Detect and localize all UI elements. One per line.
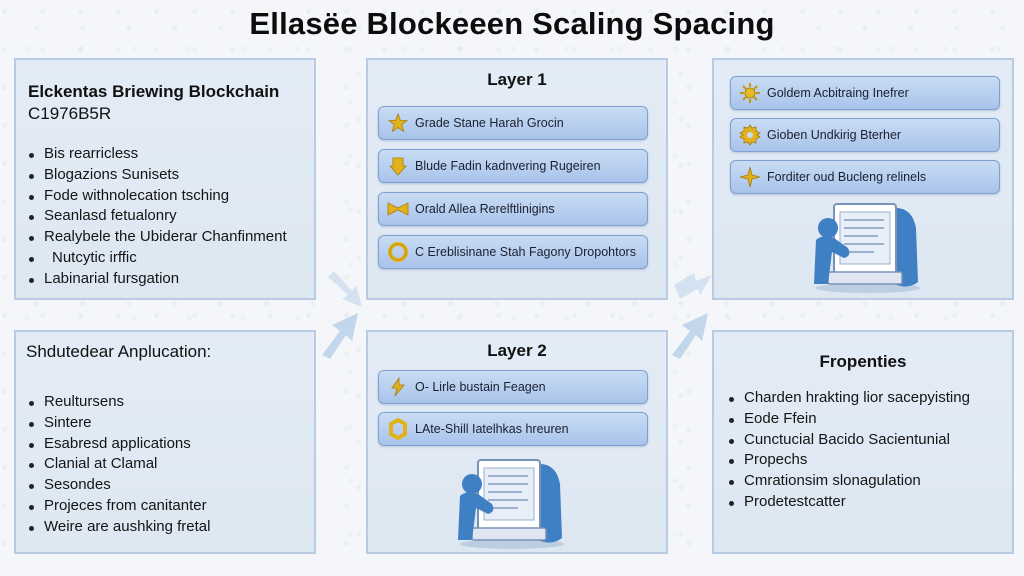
list-item: Labinarial fursgation	[26, 269, 316, 290]
list-item: Sintere	[26, 413, 316, 434]
tool-item-2[interactable]: Gioben Undkirig Bterher	[730, 118, 1000, 152]
layer1-panel: Layer 1 Grade Stane Harah Grocin Blude F…	[366, 58, 668, 300]
pill-label: Forditer oud Bucleng relinels	[767, 170, 927, 184]
star-icon	[387, 112, 409, 134]
pill-label: Orald Allea Rerelftlinigins	[415, 202, 555, 216]
list-item: Nutcytic irffic	[26, 248, 316, 269]
list-item: Blogazions Sunisets	[26, 165, 316, 186]
layer2-item-1[interactable]: O- Lirle bustain Feagen	[378, 370, 648, 404]
panel-heading: Shdutedear Anplucation:	[26, 342, 212, 361]
list-item: Propechs	[726, 450, 1012, 471]
properties-panel: Fropenties Charden hrakting lior sacepyi…	[712, 330, 1014, 554]
list-item: Esabresd applications	[26, 434, 316, 455]
ring-icon	[387, 241, 409, 263]
list-item: Weire are aushking fretal	[26, 517, 316, 538]
tool-item-3[interactable]: Forditer oud Bucleng relinels	[730, 160, 1000, 194]
applications-panel: Shdutedear Anplucation: Reultursens Sint…	[14, 330, 316, 554]
pill-label: O- Lirle bustain Feagen	[415, 380, 546, 394]
list-item: Reultursens	[26, 392, 316, 413]
panel-subheading: C1976B5R	[28, 104, 112, 123]
pill-label: LAte-Shill Iatelhkas hreuren	[415, 422, 569, 436]
connector-arrow-right	[672, 273, 712, 359]
pill-label: C Ereblisinane Stah Fagony Dropohtors	[415, 245, 636, 259]
arrow-down-icon	[387, 155, 409, 177]
gear-icon	[739, 124, 761, 146]
layer1-item-1[interactable]: Grade Stane Harah Grocin	[378, 106, 648, 140]
list-item: Fode withnolecation tsching	[26, 186, 316, 207]
panel-heading: Fropenties	[819, 352, 907, 371]
list-item: Realybele the Ubiderar Chanfinment	[26, 227, 316, 248]
list-item: Prodetestcatter	[726, 492, 1012, 513]
pill-label: Gioben Undkirig Bterher	[767, 128, 902, 142]
layer2-panel: Layer 2 O- Lirle bustain Feagen LAte-Shi…	[366, 330, 668, 554]
layer1-item-2[interactable]: Blude Fadin kadnvering Rugeiren	[378, 149, 648, 183]
person-at-computer-illustration	[814, 203, 920, 293]
person-at-computer-illustration	[458, 459, 564, 549]
sparkle-icon	[739, 166, 761, 188]
list-item: Charden hrakting lior sacepyisting	[726, 388, 1012, 409]
bolt-icon	[387, 376, 409, 398]
list-item: Cunctucial Bacido Sacientunial	[726, 430, 1012, 451]
layer1-item-4[interactable]: C Ereblisinane Stah Fagony Dropohtors	[378, 235, 648, 269]
scaling-tools-panel: Goldem Acbitraing Inefrer Gioben Undkiri…	[712, 58, 1014, 300]
properties-list: Charden hrakting lior sacepyisting Eode …	[726, 388, 1012, 513]
pill-label: Goldem Acbitraing Inefrer	[767, 86, 909, 100]
list-item: Sesondes	[26, 475, 316, 496]
connector-arrow-left	[322, 271, 362, 359]
bowtie-icon	[387, 198, 409, 220]
list-item: Bis rearricless	[26, 144, 316, 165]
blockchain-overview-panel: Elckentas Briewing Blockchain C1976B5R B…	[14, 58, 316, 300]
panel-heading: Elckentas Briewing Blockchain	[28, 82, 280, 101]
feature-list: Bis rearricless Blogazions Sunisets Fode…	[26, 144, 316, 290]
list-item: Projeces from canitanter	[26, 496, 316, 517]
page-title: Ellasëe Blockeeen Scaling Spacing	[249, 6, 775, 41]
list-item: Cmrationsim slonagulation	[726, 471, 1012, 492]
pill-label: Grade Stane Harah Grocin	[415, 116, 564, 130]
application-list: Reultursens Sintere Esabresd application…	[26, 392, 316, 538]
list-item: Eode Ffein	[726, 409, 1012, 430]
sun-icon	[739, 82, 761, 104]
ring-icon	[387, 418, 409, 440]
layer1-item-3[interactable]: Orald Allea Rerelftlinigins	[378, 192, 648, 226]
tool-item-1[interactable]: Goldem Acbitraing Inefrer	[730, 76, 1000, 110]
list-item: Clanial at Clamal	[26, 454, 316, 475]
layer2-title: Layer 2	[487, 341, 547, 360]
layer2-item-2[interactable]: LAte-Shill Iatelhkas hreuren	[378, 412, 648, 446]
pill-label: Blude Fadin kadnvering Rugeiren	[415, 159, 601, 173]
list-item: Seanlasd fetualonry	[26, 206, 316, 227]
layer1-title: Layer 1	[487, 70, 547, 89]
